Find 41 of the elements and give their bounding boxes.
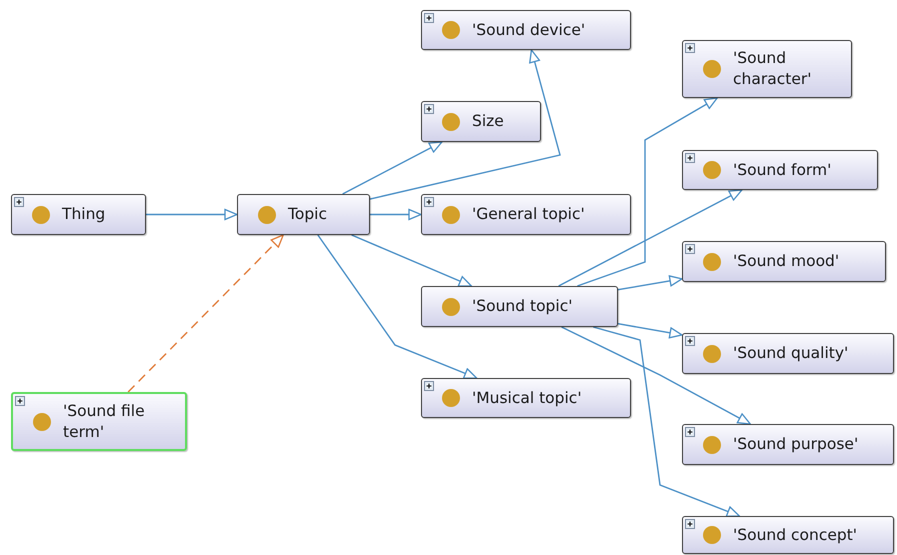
class-name: 'Sound device'	[472, 20, 586, 40]
class-box	[237, 194, 370, 235]
class-box	[682, 424, 894, 465]
class-name: 'Sound mood'	[733, 251, 840, 272]
class-box	[682, 40, 852, 98]
class-name: 'Sound topic'	[472, 296, 572, 317]
class-name: Size	[472, 111, 504, 132]
class-box	[682, 150, 878, 190]
class-name: 'Sound quality'	[733, 343, 848, 364]
class-box	[682, 241, 886, 282]
arrow	[370, 208, 422, 220]
arrow	[558, 189, 742, 287]
class-box	[11, 194, 146, 235]
arrow	[128, 234, 284, 392]
class-box	[11, 392, 187, 451]
class-box	[421, 101, 541, 142]
class-box	[421, 10, 631, 50]
class-name: 'Sound concept'	[733, 524, 858, 546]
class-name: 'Musical topic'	[472, 388, 582, 408]
class-name: 'General topic'	[472, 204, 585, 225]
arrow	[351, 234, 472, 287]
class-name: Thing	[62, 204, 106, 225]
arrow	[317, 234, 478, 379]
class-name: 'Sound character'	[733, 48, 812, 90]
arrow	[342, 141, 443, 195]
class-name: 'Sound form'	[733, 160, 832, 180]
arrow	[146, 208, 238, 220]
class-name: 'Sound purpose'	[733, 434, 858, 455]
arrow	[561, 326, 751, 425]
arrow	[593, 326, 740, 517]
class-box	[421, 194, 631, 235]
arrow	[618, 275, 683, 290]
class-box	[421, 286, 618, 327]
arrow	[577, 97, 718, 287]
class-box	[421, 378, 631, 418]
class-name: Topic	[288, 204, 327, 225]
class-box	[682, 333, 894, 374]
class-box	[682, 516, 894, 554]
arrow	[618, 323, 683, 338]
arrow	[370, 49, 561, 200]
class-name: 'Sound file term'	[63, 400, 146, 442]
